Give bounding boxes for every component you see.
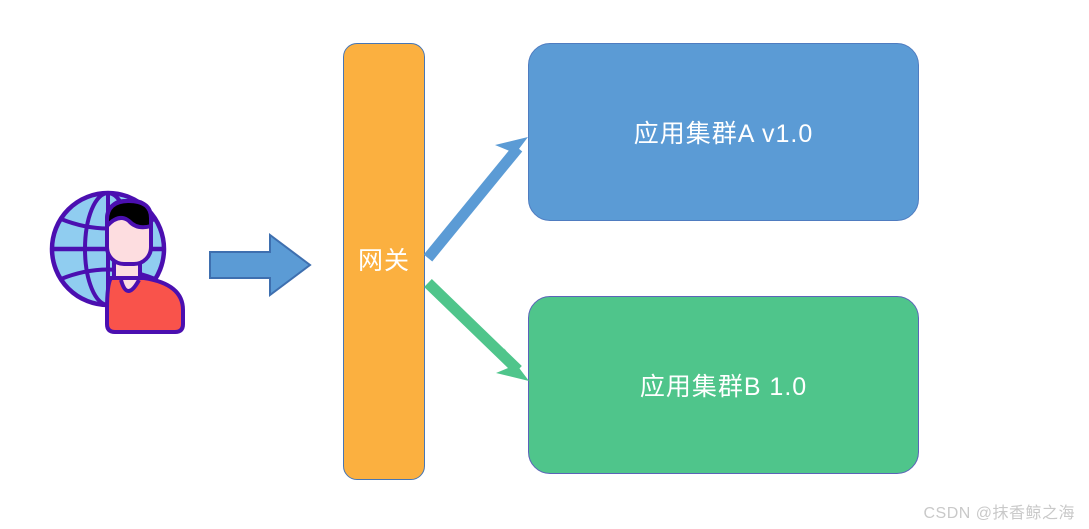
person-icon — [105, 199, 185, 334]
cluster-a-label: 应用集群A v1.0 — [633, 120, 814, 148]
user-globe-icon — [45, 186, 205, 341]
watermark: CSDN @抹香鲸之海 — [923, 505, 1075, 522]
gateway-to-cluster-a-arrow — [423, 137, 528, 262]
gateway-to-cluster-b-arrow — [424, 279, 529, 381]
cluster-b-box[interactable]: 应用集群B 1.0 — [528, 296, 919, 474]
gateway-box[interactable]: 网关 — [343, 43, 425, 480]
cluster-a-box[interactable]: 应用集群A v1.0 — [528, 43, 919, 221]
gateway-label: 网关 — [357, 246, 410, 275]
right-block-arrow-icon — [208, 232, 313, 298]
cluster-b-label: 应用集群B 1.0 — [639, 373, 808, 401]
